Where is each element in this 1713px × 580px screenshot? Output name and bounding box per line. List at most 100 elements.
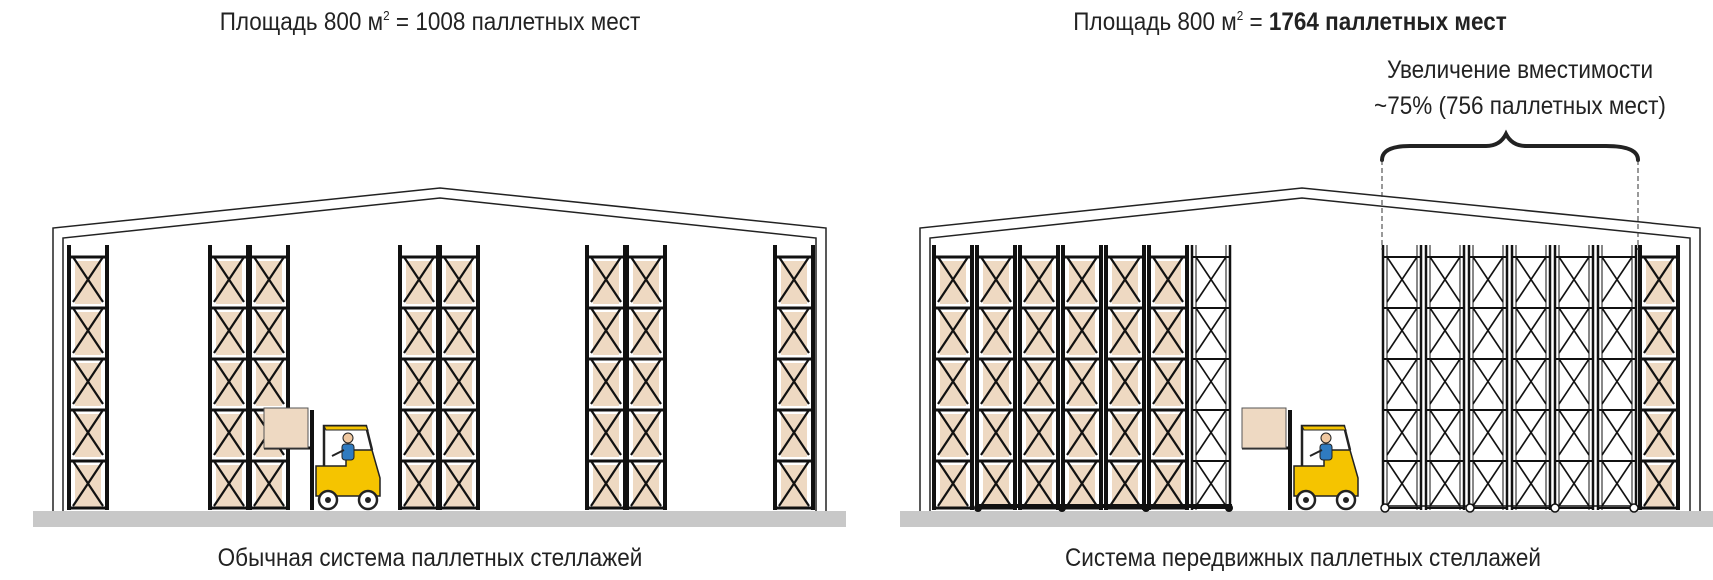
- rack-brace: [1109, 460, 1141, 507]
- rack-bay: [1104, 245, 1146, 510]
- rack-bay: [625, 245, 667, 510]
- rack-brace: [980, 256, 1012, 303]
- rack-bay: [975, 245, 1017, 510]
- right-mobile-racks-empty: [1381, 245, 1638, 510]
- rack-bay: [1638, 245, 1680, 510]
- rack-bay: [1553, 245, 1595, 510]
- rack-brace: [1643, 409, 1675, 456]
- rack-brace: [980, 307, 1012, 354]
- rack-brace: [1429, 256, 1461, 303]
- rack-brace: [1152, 460, 1184, 507]
- rack-brace: [1601, 409, 1633, 456]
- rack-bay: [1424, 245, 1466, 510]
- rack-brace: [1066, 256, 1098, 303]
- rack-bay: [1381, 245, 1423, 510]
- rack-bay: [438, 245, 480, 510]
- rack-brace: [1023, 358, 1055, 405]
- rack-bay: [1190, 245, 1232, 510]
- right-caption: Система передвижных паллетных стеллажей: [1065, 544, 1542, 572]
- rack-brace: [1023, 409, 1055, 456]
- right-forklift: [1241, 407, 1359, 511]
- right-header-value: 1764 паллетных мест: [1268, 8, 1507, 36]
- rack-brace: [980, 460, 1012, 507]
- rack-brace: [630, 409, 662, 456]
- rack-brace: [213, 307, 245, 354]
- carried-pallet: [1241, 407, 1287, 449]
- right-mobile-racks-filled: [932, 245, 1232, 510]
- rack-brace: [1472, 307, 1504, 354]
- mobile-base-wheel: [1465, 503, 1475, 513]
- rack-brace: [253, 460, 285, 507]
- rack-bay: [1147, 245, 1189, 510]
- rack-brace: [1386, 358, 1418, 405]
- rack-brace: [1601, 460, 1633, 507]
- rack-brace: [1472, 256, 1504, 303]
- rack-brace: [213, 256, 245, 303]
- rack-brace: [403, 256, 435, 303]
- rack-bay: [1467, 245, 1509, 510]
- mobile-base-left: [974, 504, 1233, 512]
- rack-brace: [403, 307, 435, 354]
- rack-brace: [1195, 358, 1227, 405]
- rack-brace: [630, 256, 662, 303]
- forklift-hub: [365, 497, 371, 503]
- mobile-base-wheel: [974, 504, 982, 512]
- rack-brace: [937, 460, 969, 507]
- rack-brace: [590, 256, 622, 303]
- left-rack-row: [585, 245, 667, 510]
- rack-brace: [778, 256, 810, 303]
- forklift-mast: [1288, 410, 1292, 510]
- left-header-value: 1008 паллетных мест: [415, 8, 641, 36]
- building-wall-inner: [62, 197, 817, 520]
- rack-brace: [1601, 256, 1633, 303]
- rack-brace: [778, 307, 810, 354]
- rack-brace: [1023, 307, 1055, 354]
- building-wall-outer: [919, 187, 1701, 520]
- rack-brace: [1195, 409, 1227, 456]
- mobile-base-wheel: [1058, 504, 1066, 512]
- rack-brace: [1386, 409, 1418, 456]
- mobile-base-wheel: [1629, 503, 1639, 513]
- rack-brace: [1109, 358, 1141, 405]
- rack-bay: [67, 245, 109, 510]
- driver-arm: [331, 449, 345, 457]
- rack-brace: [403, 460, 435, 507]
- rack-brace: [1558, 256, 1590, 303]
- rack-brace: [1558, 409, 1590, 456]
- rack-brace: [253, 256, 285, 303]
- driver-arm: [1309, 449, 1323, 457]
- rack-brace: [213, 460, 245, 507]
- rack-brace: [1195, 307, 1227, 354]
- rack-brace: [630, 307, 662, 354]
- rack-brace: [590, 358, 622, 405]
- rack-brace: [1152, 358, 1184, 405]
- rack-brace: [937, 409, 969, 456]
- rack-brace: [443, 358, 475, 405]
- rack-brace: [1643, 358, 1675, 405]
- mobile-base-right: [1380, 503, 1639, 513]
- rack-brace: [778, 460, 810, 507]
- rack-brace: [937, 256, 969, 303]
- forklift-body: [1293, 449, 1359, 497]
- rack-brace: [1429, 358, 1461, 405]
- curly-brace: [1380, 129, 1640, 162]
- forklift-body: [315, 449, 381, 497]
- rack-brace: [72, 256, 104, 303]
- right-header: Площадь 800 м2 = 1764 паллетных мест: [1065, 8, 1515, 37]
- rack-brace: [1066, 460, 1098, 507]
- rack-brace: [1643, 256, 1675, 303]
- rack-brace: [1109, 307, 1141, 354]
- rack-brace: [1643, 307, 1675, 354]
- rack-brace: [213, 358, 245, 405]
- left-rack-row: [208, 245, 290, 510]
- rack-brace: [1515, 460, 1547, 507]
- increase-label-line2: ~75% (756 паллетных мест): [1374, 92, 1666, 120]
- rack-brace: [1472, 358, 1504, 405]
- left-header-sup: 2: [383, 8, 390, 23]
- rack-brace: [1152, 256, 1184, 303]
- left-header-prefix: Площадь 800 м: [219, 8, 384, 36]
- rack-brace: [443, 460, 475, 507]
- left-header-eq: =: [389, 8, 416, 36]
- rack-brace: [1558, 358, 1590, 405]
